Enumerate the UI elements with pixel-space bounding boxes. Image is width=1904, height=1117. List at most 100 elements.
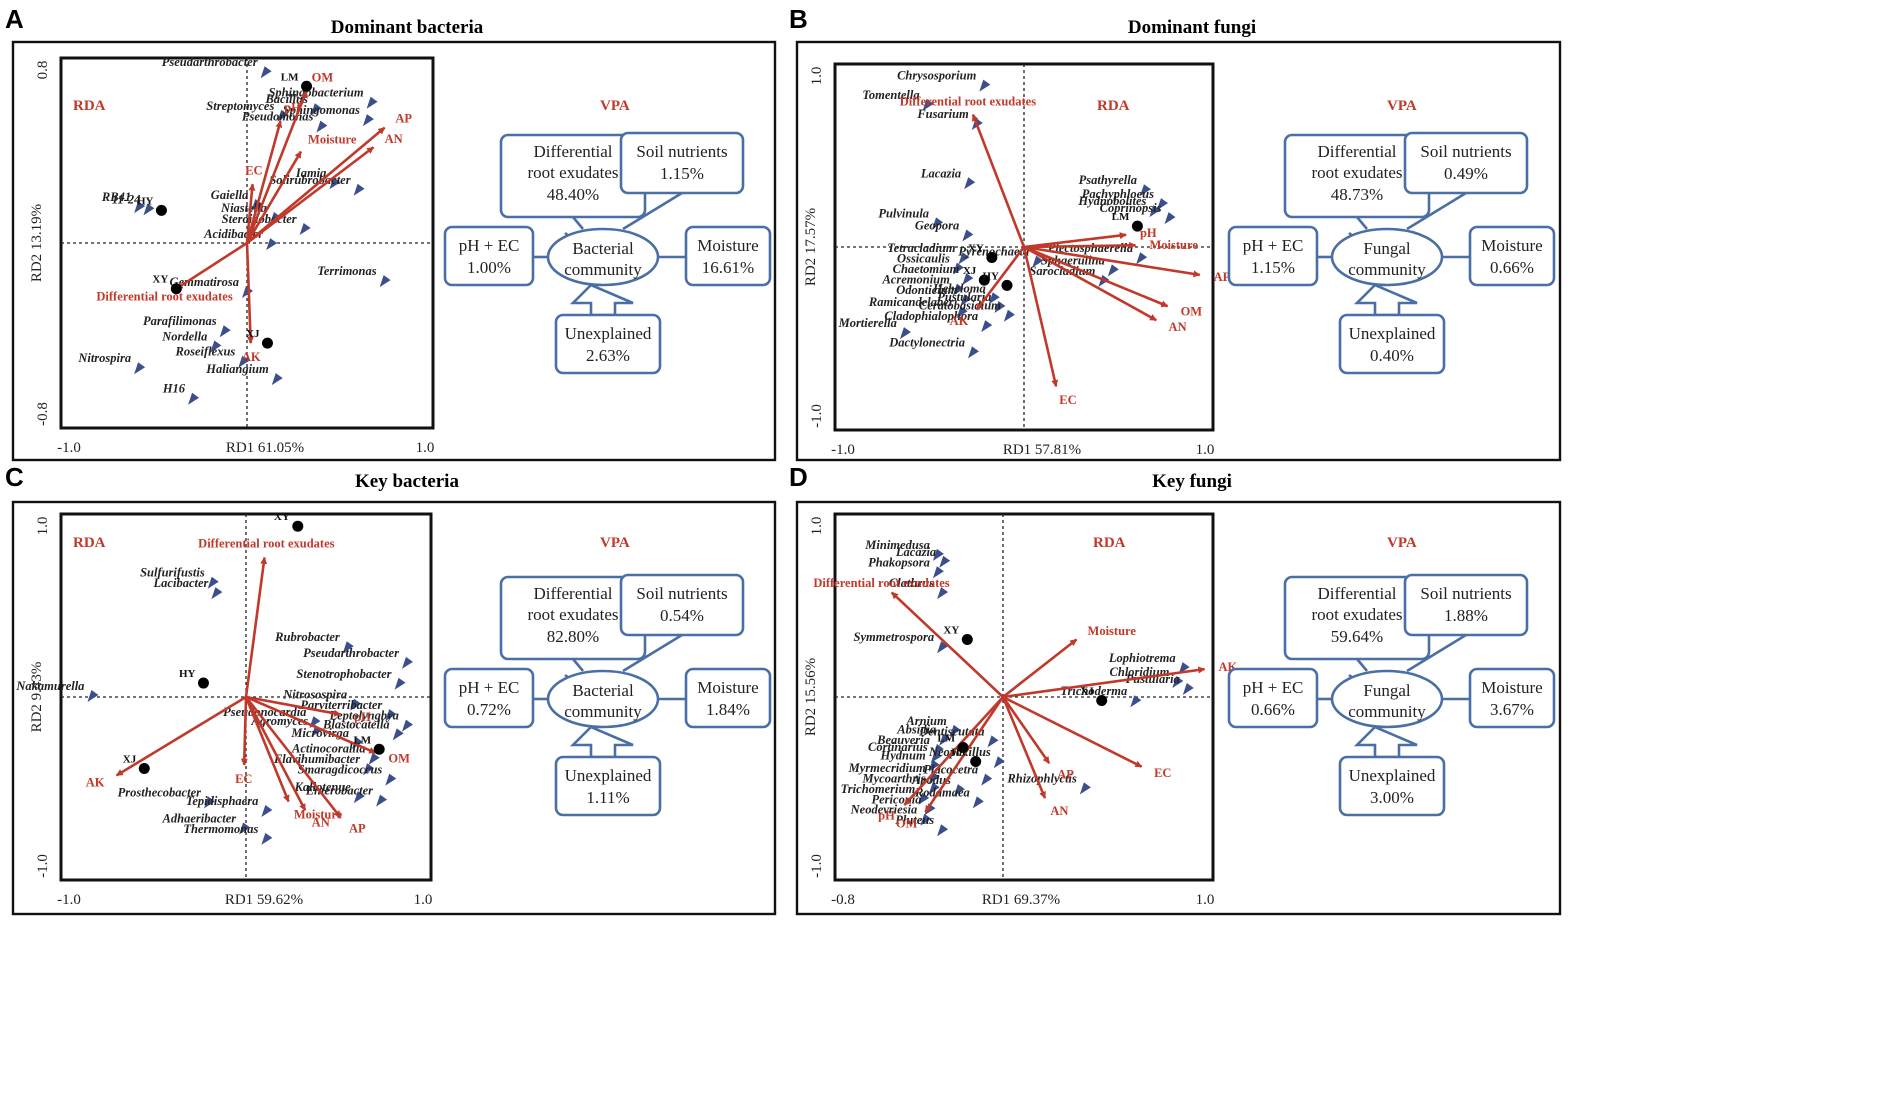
species-marker-plectosphaerella <box>1136 252 1148 265</box>
species-marker-pustularia <box>1182 683 1194 696</box>
env-arrow-differential-root-exudates <box>890 591 1004 698</box>
y-axis-label: RD2 9.43% <box>29 662 45 733</box>
env-label-moisture: Moisture <box>1150 238 1199 252</box>
vpa-moisture-label: Moisture <box>1481 678 1542 697</box>
species-marker-leptolyngbya <box>401 719 413 732</box>
species-marker-symmetrospora <box>937 641 949 654</box>
species-label-mycoarthris: Mycoarthris <box>861 771 925 785</box>
species-label-tepidisphaera: Tepidisphaera <box>186 794 258 808</box>
vpa-unexplained-value: 0.40% <box>1370 346 1414 365</box>
site-point-xy <box>986 251 998 263</box>
species-label-kallotenue: Kallotenue <box>294 780 352 794</box>
vpa-nutrients-value: 1.15% <box>660 164 704 183</box>
species-marker-solirubrobacter <box>353 183 365 196</box>
species-label-coprinopsis: Coprinopsis <box>1100 201 1162 215</box>
species-label-smaragdicoccus: Smaragdicoccus <box>298 763 383 777</box>
species-marker-hydnum <box>928 759 940 772</box>
site-point-xj <box>138 762 150 774</box>
species-label-streptomyces: Streptomyces <box>206 99 274 113</box>
site-point-lm <box>301 80 313 92</box>
species-marker-placocetra <box>981 773 993 786</box>
env-arrow-ak <box>115 695 247 777</box>
vpa-box-ph-ec <box>1227 225 1319 287</box>
env-arrow-ak <box>975 246 1026 311</box>
site-label-lm: LM <box>937 733 955 745</box>
species-marker-ossicaulis <box>952 262 964 275</box>
species-marker-dentiscutata <box>987 735 999 748</box>
species-label-tomentella: Tomentella <box>862 88 919 102</box>
site-label-xj: XJ <box>963 265 977 277</box>
env-label-ak: AK <box>86 776 105 790</box>
vpa-moisture-value: 1.84% <box>706 700 750 719</box>
x-tick-label: 1.0 <box>414 892 433 908</box>
panel-frame <box>795 40 1562 462</box>
env-arrow-om <box>924 696 1005 813</box>
env-arrow-an <box>1023 245 1157 322</box>
y-tick-label: -1.0 <box>809 854 825 878</box>
species-marker-nitrospira <box>134 362 146 375</box>
env-label-ap: AP <box>1214 270 1231 284</box>
species-marker-gemmatirosa <box>242 286 253 299</box>
species-marker-haliangium <box>271 373 283 386</box>
vpa-exudates-label: root exudates <box>1311 605 1402 624</box>
vpa-ph-ec-value: 1.00% <box>467 258 511 277</box>
vpa-community-ellipse <box>546 669 660 729</box>
species-marker-minimedusa <box>932 548 944 561</box>
vpa-unexplained-value: 1.11% <box>586 788 629 807</box>
species-marker-nitrosospira <box>350 698 362 711</box>
species-label-nakamurella: Nakamurella <box>15 679 84 693</box>
species-marker-trichoderma <box>1130 695 1142 708</box>
x-axis-label: RD1 59.62% <box>225 892 303 908</box>
site-point-lm <box>1131 220 1143 232</box>
species-label-gaiella: Gaiella <box>211 188 249 202</box>
vpa-connector <box>622 633 683 673</box>
vpa-exudates-label: Differential <box>1318 584 1397 603</box>
env-label-differential-root-exudates: Differential root exudates <box>96 289 232 303</box>
env-arrow-an <box>1001 696 1047 799</box>
panel-letter: B <box>789 4 808 34</box>
env-arrow-ap <box>244 696 342 819</box>
x-axis-label: RD1 57.81% <box>1003 442 1081 458</box>
species-label-dactylonectria: Dactylonectria <box>888 335 965 349</box>
species-marker-clathrus <box>937 587 949 600</box>
species-marker-neodevriesia <box>920 813 932 826</box>
species-label-psathyrella: Psathyrella <box>1079 173 1137 187</box>
species-label-lacibacter: Lacibacter <box>153 576 209 590</box>
site-label-lm: LM <box>281 71 299 83</box>
species-marker-streptomyces <box>277 109 289 122</box>
species-label-hydnobolites: Hydnobolites <box>1077 194 1146 208</box>
species-label-pluteus: Pluteus <box>895 813 934 827</box>
site-label-hy: HY <box>137 195 154 207</box>
vpa-ph-ec-label: pH + EC <box>1243 236 1304 255</box>
x-tick-label: 1.0 <box>416 440 435 456</box>
species-marker-roseiflexus <box>238 355 250 368</box>
env-label-om: OM <box>388 751 410 765</box>
env-label-ph: pH <box>284 101 301 115</box>
env-label-differential-root-exudates: Differential root exudates <box>813 576 949 590</box>
site-label-xy: XY <box>943 624 959 636</box>
species-label-chrysosporium: Chrysosporium <box>897 69 976 83</box>
species-marker-microvirga <box>352 737 363 750</box>
species-label-blastocatella: Blastocatella <box>322 717 390 731</box>
vpa-ph-ec-value: 0.72% <box>467 700 511 719</box>
env-label-an: AN <box>312 816 330 830</box>
vpa-box-unexplained <box>1338 755 1446 817</box>
rda-label: RDA <box>73 98 106 114</box>
species-marker-cortinarius <box>930 751 942 763</box>
env-label-ap: AP <box>395 112 412 126</box>
env-label-ph: pH <box>354 710 371 724</box>
species-label-sphingobacterium: Sphingobacterium <box>268 86 363 100</box>
vpa-community-label: Fungal <box>1363 239 1411 258</box>
species-marker-prosthecobacter <box>204 796 215 809</box>
species-label-symmetrospora: Symmetrospora <box>854 630 935 644</box>
species-marker-tepidisphaera <box>261 805 273 818</box>
vpa-ph-ec-label: pH + EC <box>459 236 520 255</box>
species-marker-nordella <box>210 340 222 353</box>
env-arrow-ph <box>245 120 283 244</box>
species-label-parviterribacter: Parviterribacter <box>300 698 382 712</box>
species-label-stenotrophobacter: Stenotrophobacter <box>296 667 391 681</box>
species-marker-neopaxillus <box>993 756 1005 769</box>
